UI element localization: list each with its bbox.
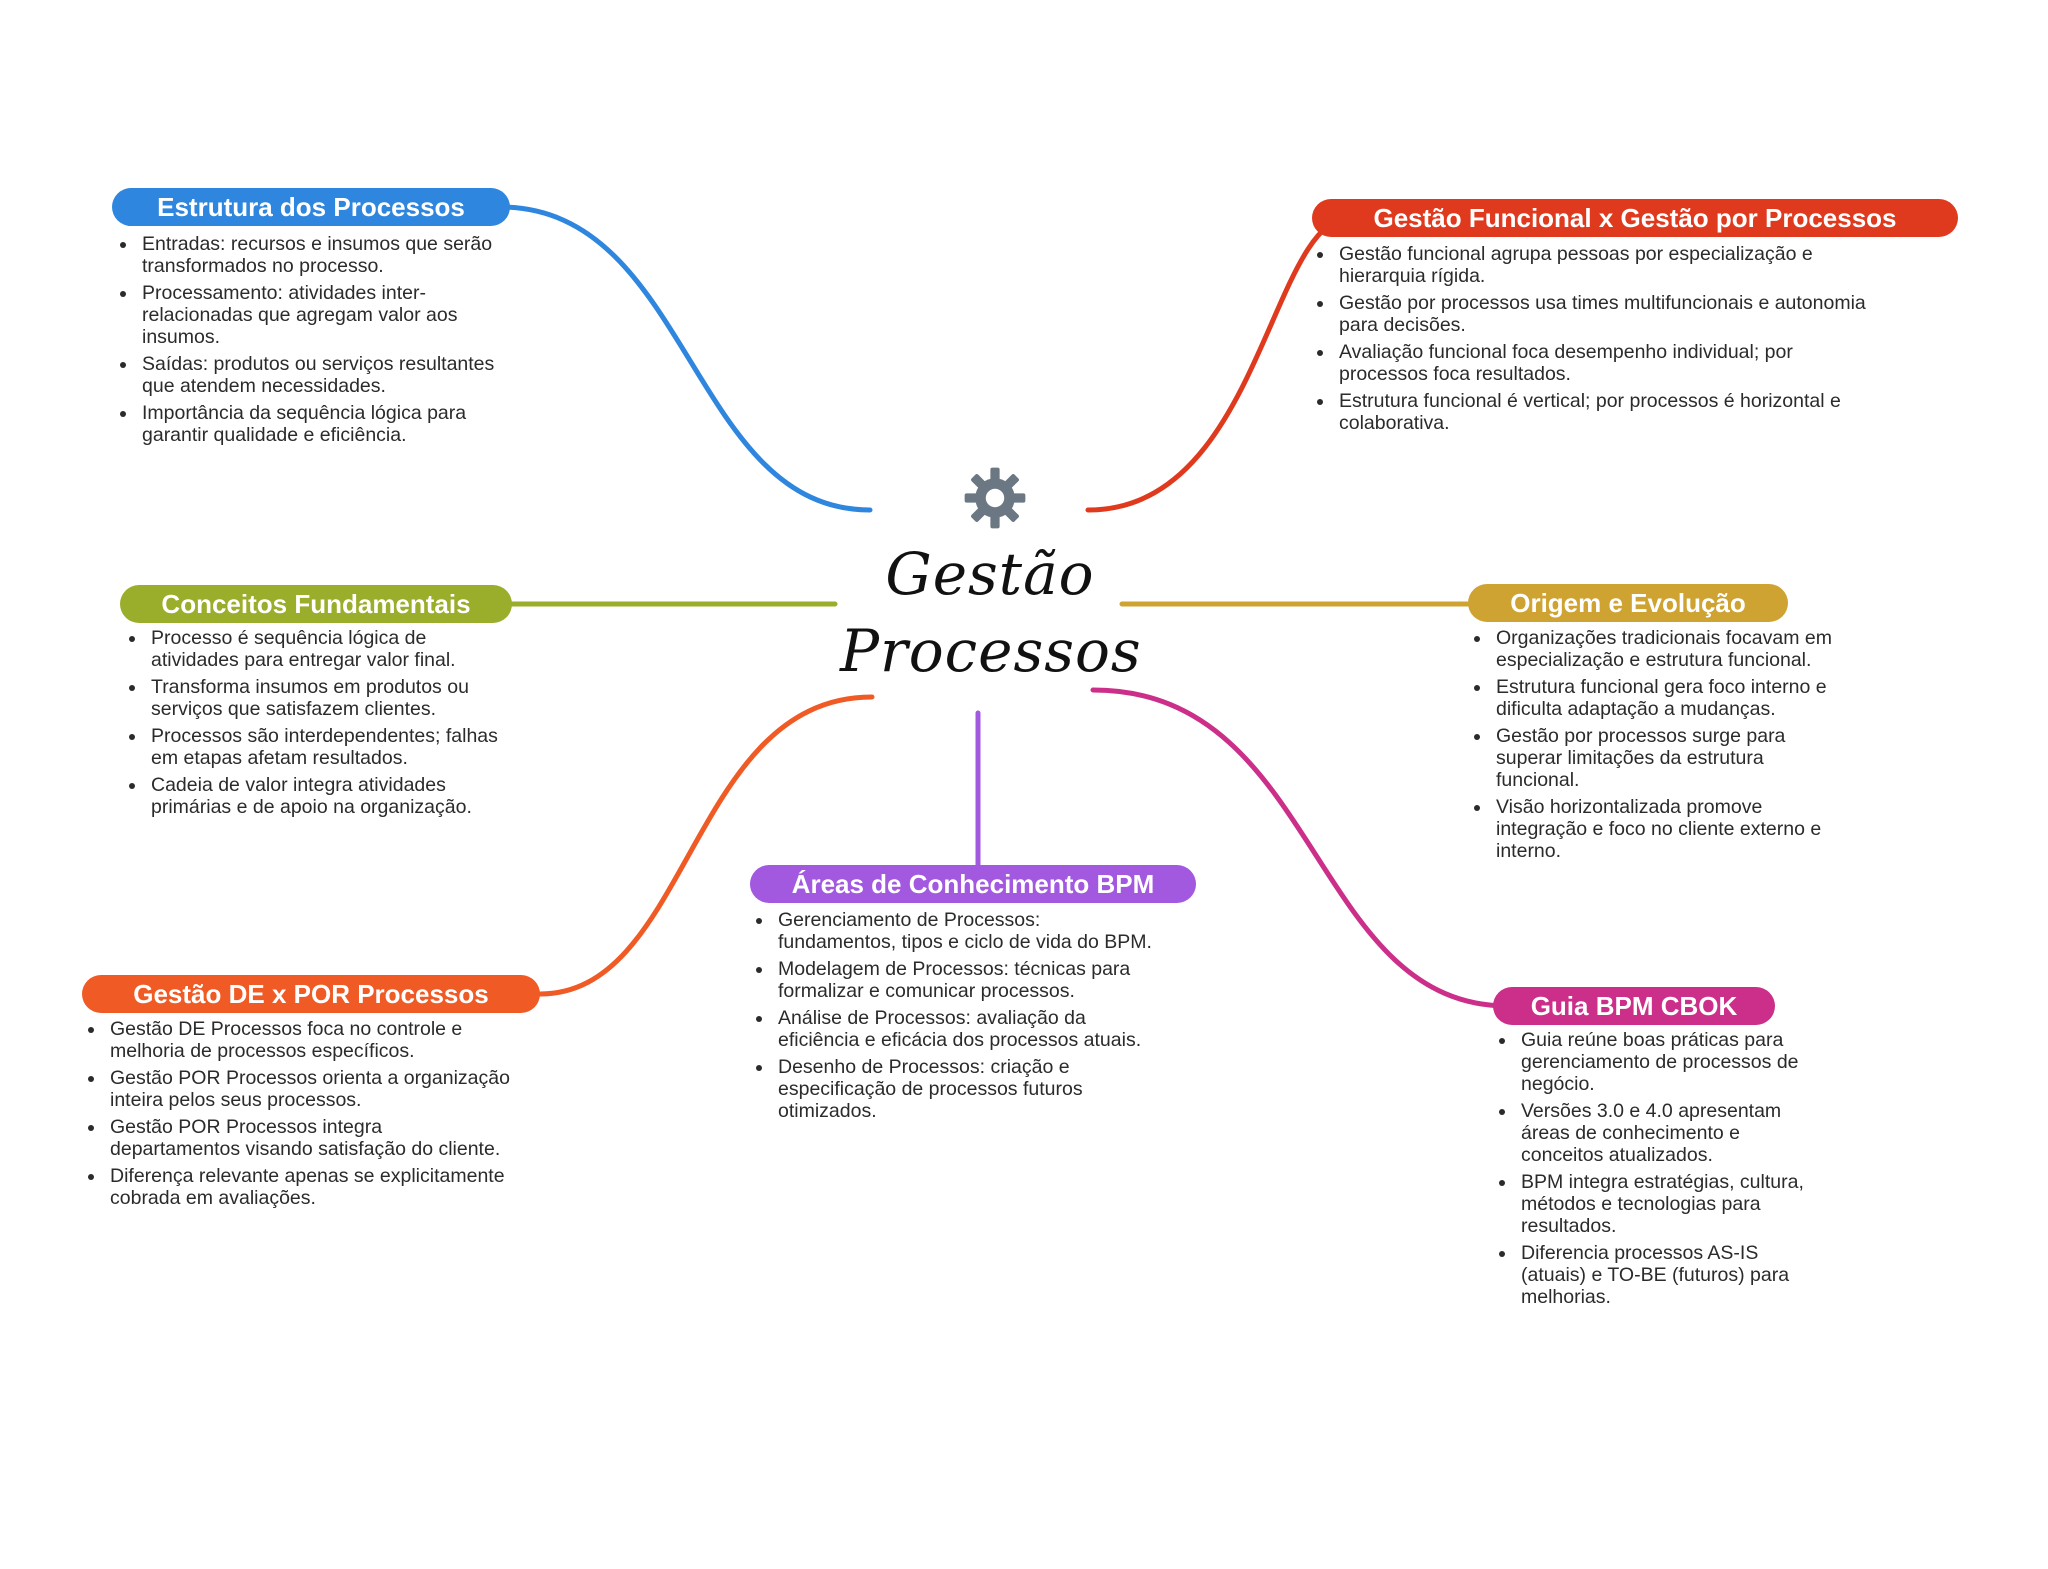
list-item: Gerenciamento de Processos: fundamentos,… — [774, 909, 1154, 953]
branch-guia-list: Guia reúne boas práticas para gerenciame… — [1497, 1029, 1817, 1313]
list-item: BPM integra estratégias, cultura, método… — [1517, 1171, 1817, 1237]
branch-gestao-de-por-title[interactable]: Gestão DE x POR Processos — [82, 975, 540, 1013]
list-item: Gestão POR Processos integra departament… — [106, 1116, 516, 1160]
list-item: Estrutura funcional é vertical; por proc… — [1335, 390, 1875, 434]
branch-conceitos-title[interactable]: Conceitos Fundamentais — [120, 585, 512, 623]
central-topic: Gestão Processos — [840, 455, 1142, 695]
list-item: Gestão por processos usa times multifunc… — [1335, 292, 1875, 336]
branch-origem-title[interactable]: Origem e Evolução — [1468, 584, 1788, 622]
connector-gestao-de-por — [537, 694, 875, 997]
list-item: Guia reúne boas práticas para gerenciame… — [1517, 1029, 1817, 1095]
connector-estrutura — [497, 204, 873, 513]
list-item: Organizações tradicionais focavam em esp… — [1492, 627, 1842, 671]
list-item: Processos são interdependentes; falhas e… — [147, 725, 517, 769]
list-item: Transforma insumos em produtos ou serviç… — [147, 676, 517, 720]
list-item: Gestão DE Processos foca no controle e m… — [106, 1018, 516, 1062]
branch-origem-list: Organizações tradicionais focavam em esp… — [1472, 627, 1842, 867]
list-item: Diferença relevante apenas se explicitam… — [106, 1165, 516, 1209]
central-title-line2: Processos — [840, 617, 1142, 685]
list-item: Desenho de Processos: criação e especifi… — [774, 1056, 1154, 1122]
list-item: Versões 3.0 e 4.0 apresentam áreas de co… — [1517, 1100, 1817, 1166]
branch-gestao-de-por-list: Gestão DE Processos foca no controle e m… — [86, 1018, 516, 1214]
branch-conceitos-list: Processo é sequência lógica de atividade… — [127, 627, 517, 823]
branch-areas-list: Gerenciamento de Processos: fundamentos,… — [754, 909, 1154, 1127]
list-item: Visão horizontalizada promove integração… — [1492, 796, 1842, 862]
list-item: Avaliação funcional foca desempenho indi… — [1335, 341, 1875, 385]
list-item: Gestão POR Processos orienta a organizaç… — [106, 1067, 516, 1111]
central-title-line1: Gestão — [885, 540, 1095, 608]
list-item: Processo é sequência lógica de atividade… — [147, 627, 517, 671]
list-item: Cadeia de valor integra atividades primá… — [147, 774, 517, 818]
list-item: Processamento: atividades inter-relacion… — [138, 282, 508, 348]
gear-icon — [964, 467, 1026, 529]
list-item: Entradas: recursos e insumos que serão t… — [138, 233, 508, 277]
connector-guia — [1090, 687, 1511, 1009]
list-item: Análise de Processos: avaliação da efici… — [774, 1007, 1154, 1051]
branch-funcional-list: Gestão funcional agrupa pessoas por espe… — [1315, 243, 1875, 439]
list-item: Saídas: produtos ou serviços resultantes… — [138, 353, 508, 397]
list-item: Estrutura funcional gera foco interno e … — [1492, 676, 1842, 720]
list-item: Diferencia processos AS-IS (atuais) e TO… — [1517, 1242, 1817, 1308]
branch-estrutura-title[interactable]: Estrutura dos Processos — [112, 188, 510, 226]
branch-funcional-title[interactable]: Gestão Funcional x Gestão por Processos — [1312, 199, 1958, 237]
list-item: Gestão funcional agrupa pessoas por espe… — [1335, 243, 1875, 287]
branch-areas-title[interactable]: Áreas de Conhecimento BPM — [750, 865, 1196, 903]
branch-estrutura-list: Entradas: recursos e insumos que serão t… — [118, 233, 508, 451]
list-item: Importância da sequência lógica para gar… — [138, 402, 508, 446]
list-item: Modelagem de Processos: técnicas para fo… — [774, 958, 1154, 1002]
branch-guia-title[interactable]: Guia BPM CBOK — [1493, 987, 1775, 1025]
list-item: Gestão por processos surge para superar … — [1492, 725, 1842, 791]
